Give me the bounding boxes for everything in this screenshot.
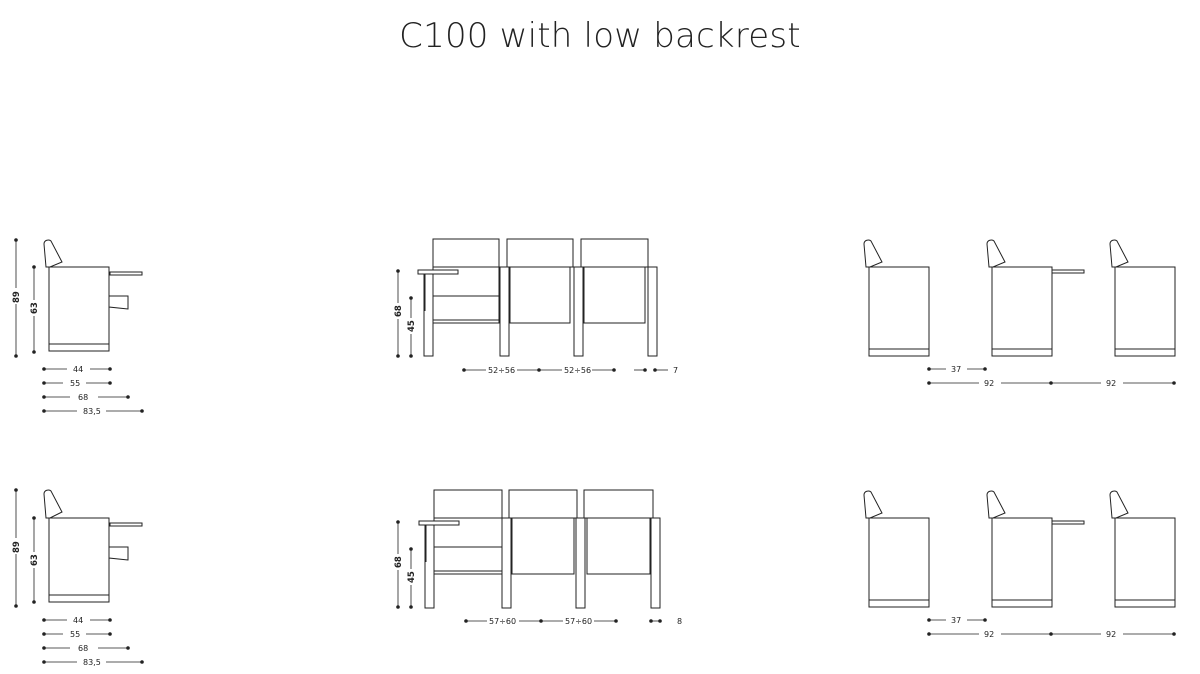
front-height-68: 68 xyxy=(394,305,404,317)
side-depth-44: 44 xyxy=(73,616,83,625)
front-width-gap: 7 xyxy=(673,366,678,375)
side-depth-68: 68 xyxy=(78,393,88,402)
side-depth-83-5: 83,5 xyxy=(83,658,101,667)
pitch-view-1: 37 92 92 xyxy=(863,239,1176,388)
front-width-gap: 8 xyxy=(677,617,682,626)
row-2: 89 63 44 55 68 83,5 xyxy=(10,488,1176,667)
front-width-1: 57÷60 xyxy=(489,617,516,626)
front-height-45: 45 xyxy=(407,571,417,583)
front-view-1: 68 45 xyxy=(392,238,678,375)
side-depth-55: 55 xyxy=(70,630,80,639)
page-title: C100 with low backrest xyxy=(399,16,801,56)
front-width-1: 52÷56 xyxy=(488,366,515,375)
pitch-view-2: 37 92 92 xyxy=(863,490,1176,639)
front-view-2: 68 45 57÷60 xyxy=(392,489,682,626)
rear-pitch-2: 92 xyxy=(1106,630,1116,639)
rear-pitch-2: 92 xyxy=(1106,379,1116,388)
front-width-2: 52÷56 xyxy=(564,366,591,375)
side-depth-68: 68 xyxy=(78,644,88,653)
side-height-89: 89 xyxy=(12,541,22,553)
front-width-2: 57÷60 xyxy=(565,617,592,626)
side-height-63: 63 xyxy=(30,554,40,566)
rear-spacing-37: 37 xyxy=(951,365,961,374)
side-depth-83-5: 83,5 xyxy=(83,407,101,416)
side-depth-44: 44 xyxy=(73,365,83,374)
rear-spacing-37: 37 xyxy=(951,616,961,625)
side-height-89: 89 xyxy=(12,291,22,303)
row-1: 89 63 44 55 68 83,5 xyxy=(10,238,1176,416)
front-height-68: 68 xyxy=(394,556,404,568)
front-height-45: 45 xyxy=(407,320,417,332)
rear-pitch-1: 92 xyxy=(984,379,994,388)
rear-pitch-1: 92 xyxy=(984,630,994,639)
side-view-2: 89 63 44 55 68 83,5 xyxy=(10,488,144,667)
side-depth-55: 55 xyxy=(70,379,80,388)
side-height-63: 63 xyxy=(30,302,40,314)
side-view-1: 89 63 44 55 68 83,5 xyxy=(10,238,144,416)
